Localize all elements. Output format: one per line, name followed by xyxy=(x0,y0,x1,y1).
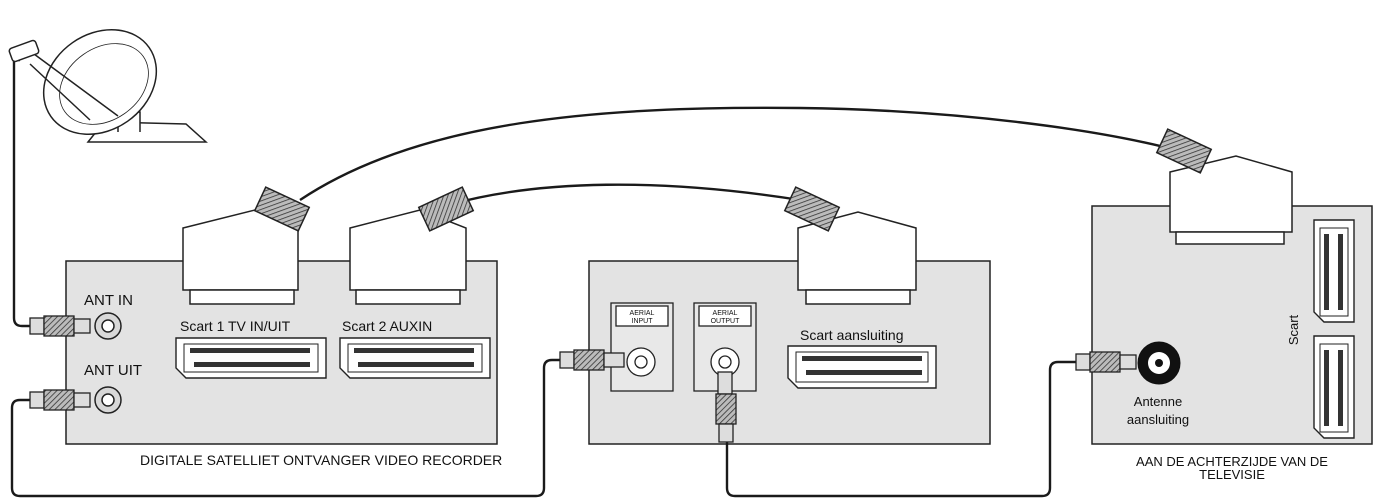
cable-scart2-to-vcr xyxy=(451,183,801,206)
vcr-scart-label: Scart aansluiting xyxy=(800,327,904,343)
cable-scart1-to-tv xyxy=(299,106,1177,201)
aerial-output-label-line1: AERIAL xyxy=(713,310,738,317)
cable-ant-uit-to-aerial-input xyxy=(10,358,562,498)
coax-plug-ant-uit xyxy=(29,389,91,411)
receiver-caption: DIGITALE SATELLIET ONTVANGER VIDEO RECOR… xyxy=(140,452,502,468)
aerial-input-label-line2: INPUT xyxy=(632,318,654,325)
tv-caption-line2: TELEVISIE xyxy=(1199,467,1265,482)
coax-socket-ant-in xyxy=(94,312,122,340)
aerial-output-label-line2: OUTPUT xyxy=(711,318,741,325)
scart-socket-vcr xyxy=(787,345,937,389)
scart-plug-vcr xyxy=(783,186,917,305)
cable-satellite-to-ant-in xyxy=(12,58,32,328)
coax-plug-ant-in xyxy=(29,315,91,337)
tv-antenna-socket xyxy=(1137,341,1181,385)
tv-antenna-label-line2: aansluiting xyxy=(1127,412,1189,427)
scart2-label: Scart 2 AUXIN xyxy=(342,318,432,334)
tv-scart-label: Scart xyxy=(1286,314,1301,345)
scart-plug-2 xyxy=(349,186,475,305)
vcr-aerial-output-box xyxy=(693,302,757,392)
scart-socket-2 xyxy=(339,337,491,379)
tv-antenna-label-line1: Antenne xyxy=(1134,394,1182,409)
scart-socket-tv-1 xyxy=(1313,219,1355,323)
satellite-dish-icon xyxy=(8,28,208,143)
coax-plug-tv-antenna xyxy=(1075,351,1137,373)
coax-plug-aerial-output xyxy=(715,371,737,443)
coax-plug-aerial-input xyxy=(559,349,625,371)
scart-socket-tv-2 xyxy=(1313,335,1355,439)
scart-plug-1 xyxy=(182,186,311,305)
vcr-aerial-input-box xyxy=(610,302,674,392)
tv-caption-line1: AAN DE ACHTERZIJDE VAN DE xyxy=(1136,454,1328,469)
ant-in-label: ANT IN xyxy=(84,292,133,309)
scart-socket-1 xyxy=(175,337,327,379)
ant-uit-label: ANT UIT xyxy=(84,362,142,379)
coax-socket-ant-uit xyxy=(94,386,122,414)
cables xyxy=(10,58,1177,498)
scart1-label: Scart 1 TV IN/UIT xyxy=(180,318,291,334)
cable-aerial-output-to-tv-antenna xyxy=(725,360,1076,498)
aerial-input-label-line1: AERIAL xyxy=(630,310,655,317)
scart-plug-tv xyxy=(1155,128,1293,245)
